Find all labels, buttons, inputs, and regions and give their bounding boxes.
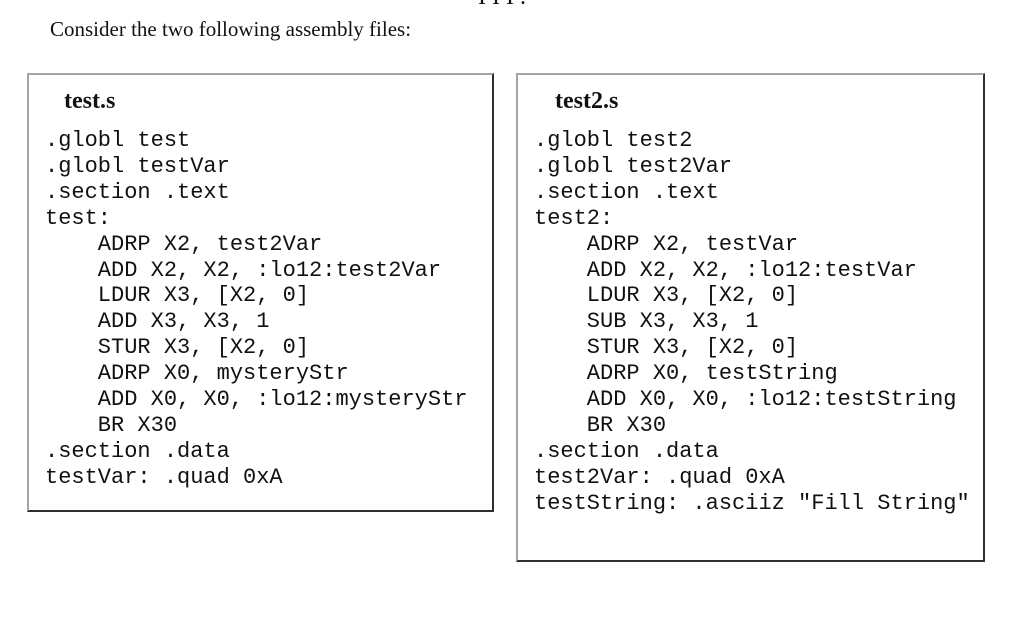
file-title-test2-s: test2.s [555,88,619,114]
file-box-test-s: test.s .globl test .globl testVar .secti… [27,73,494,512]
assembly-code-test-s: .globl test .globl testVar .section .tex… [45,128,468,490]
section-marker-clip: III. [478,0,534,8]
file-box-test2-s: test2.s .globl test2 .globl test2Var .se… [516,73,985,562]
file-title-test-s: test.s [64,88,116,114]
assembly-code-test2-s: .globl test2 .globl test2Var .section .t… [534,128,970,516]
section-heading-partial: III. [478,0,532,8]
intro-text: Consider the two following assembly file… [50,17,412,41]
